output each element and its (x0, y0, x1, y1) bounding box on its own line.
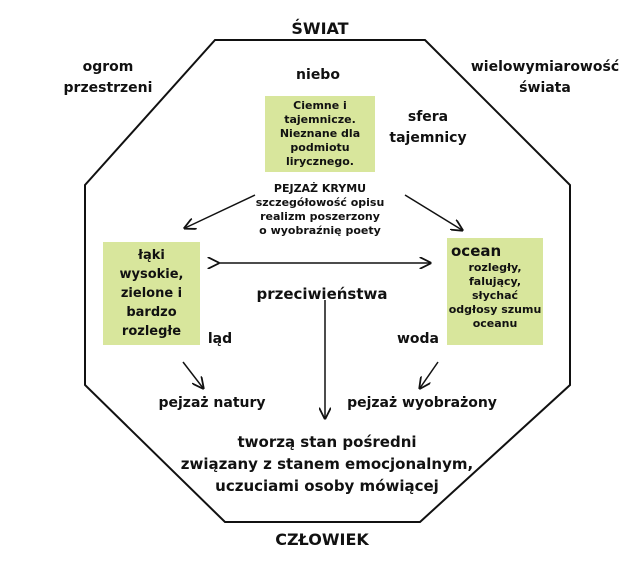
text-line: związany z stanem emocjonalnym, (180, 455, 474, 473)
corner-right: wielowymiarowość świata (471, 57, 619, 99)
text-line: wysokie, (119, 267, 184, 282)
corner-left: ogrom przestrzeni (64, 57, 153, 99)
text-line: Nieznane dla (279, 127, 361, 140)
text-line: łąki (138, 248, 165, 263)
arrow-land-result (182, 361, 203, 388)
ocean-title: ocean (451, 242, 502, 260)
top-label: ŚWIAT (291, 19, 349, 38)
land-label: ląd (207, 331, 233, 347)
water-label: woda (396, 331, 440, 347)
water-result: pejzaż wyobrażony (347, 395, 497, 411)
text-line: sfera (407, 109, 449, 125)
text-line: zielone i (120, 286, 183, 301)
arrow-to-ocean (404, 194, 462, 230)
text-line: lirycznego. (286, 155, 354, 168)
text-line: bardzo (126, 305, 177, 320)
text-line: uczuciami osoby mówiącej (215, 477, 439, 495)
text-line: wielowymiarowość (470, 59, 620, 75)
arrow-to-land (185, 194, 256, 228)
text-line: rozległy, (468, 261, 522, 274)
text-line: oceanu (472, 317, 518, 330)
text-line: odgłosy szumu (448, 303, 542, 316)
sky-label: niebo (296, 67, 340, 83)
text-line: tajemnicze. (284, 113, 356, 126)
text-line: falujący, (468, 275, 522, 288)
text-line: rozległe (121, 324, 182, 339)
text-line: tworzą stan pośredni (237, 433, 417, 451)
text-line: PEJZAŻ KRYMU (273, 182, 367, 195)
text-line: szczegółowość opisu (255, 196, 385, 209)
text-line: Ciemne i (293, 99, 347, 112)
text-line: ogrom (82, 59, 134, 75)
text-line: tajemnicy (389, 130, 467, 146)
text-line: świata (519, 80, 571, 96)
text-line: słychać (471, 289, 519, 302)
arrow-water-result (420, 361, 439, 388)
text-line: o wyobraźnię poety (259, 224, 381, 237)
text-line: podmiotu (290, 141, 350, 154)
octagon-frame (84, 39, 571, 523)
land-result: pejzaż natury (158, 395, 266, 411)
conclusion: tworzą stan pośredni związany z stanem em… (181, 431, 473, 497)
opposites-label: przeciwieństwa (256, 285, 388, 303)
bottom-label: CZŁOWIEK (275, 530, 369, 549)
text-line: realizm poszerzony (260, 210, 380, 223)
sphere-label: sfera tajemnicy (389, 107, 466, 149)
land-box: łąki wysokie, zielone i bardzo rozległe (103, 242, 200, 345)
text-line: przestrzeni (63, 80, 153, 96)
